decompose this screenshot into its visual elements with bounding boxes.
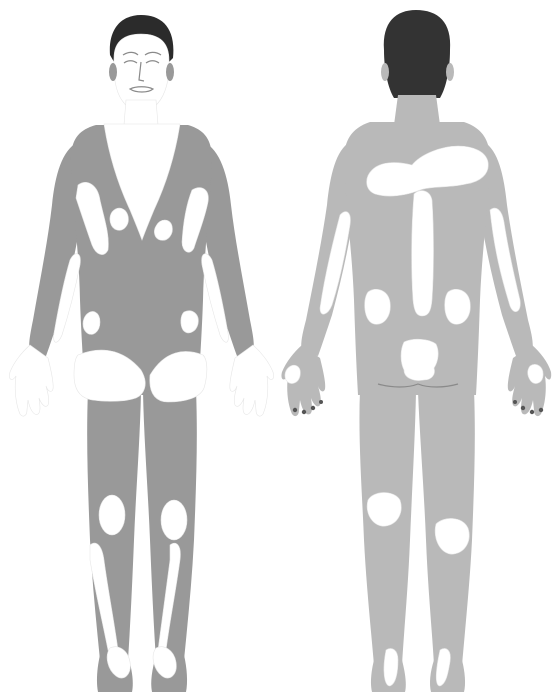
front-left-chest-patch (110, 208, 128, 230)
front-left-ear (109, 63, 117, 81)
front-figure (9, 15, 273, 692)
front-neck (124, 100, 158, 125)
back-left-ear (381, 63, 389, 81)
back-left-side-patch (365, 289, 391, 324)
back-neck (394, 95, 440, 125)
back-right-side-patch (445, 289, 471, 324)
back-left-leg (359, 390, 416, 665)
front-right-ear (166, 63, 174, 81)
front-left-knee-patch (99, 495, 125, 535)
back-right-hand (508, 345, 551, 416)
back-fingertips (293, 400, 543, 414)
front-right-knee-patch (161, 500, 187, 540)
front-right-hand (230, 345, 274, 416)
front-left-hand (9, 345, 53, 416)
back-head (384, 10, 450, 98)
back-sacral-patch (401, 339, 438, 380)
back-figure (281, 10, 551, 692)
back-right-ear (446, 63, 454, 81)
back-spine-patch (412, 191, 434, 316)
